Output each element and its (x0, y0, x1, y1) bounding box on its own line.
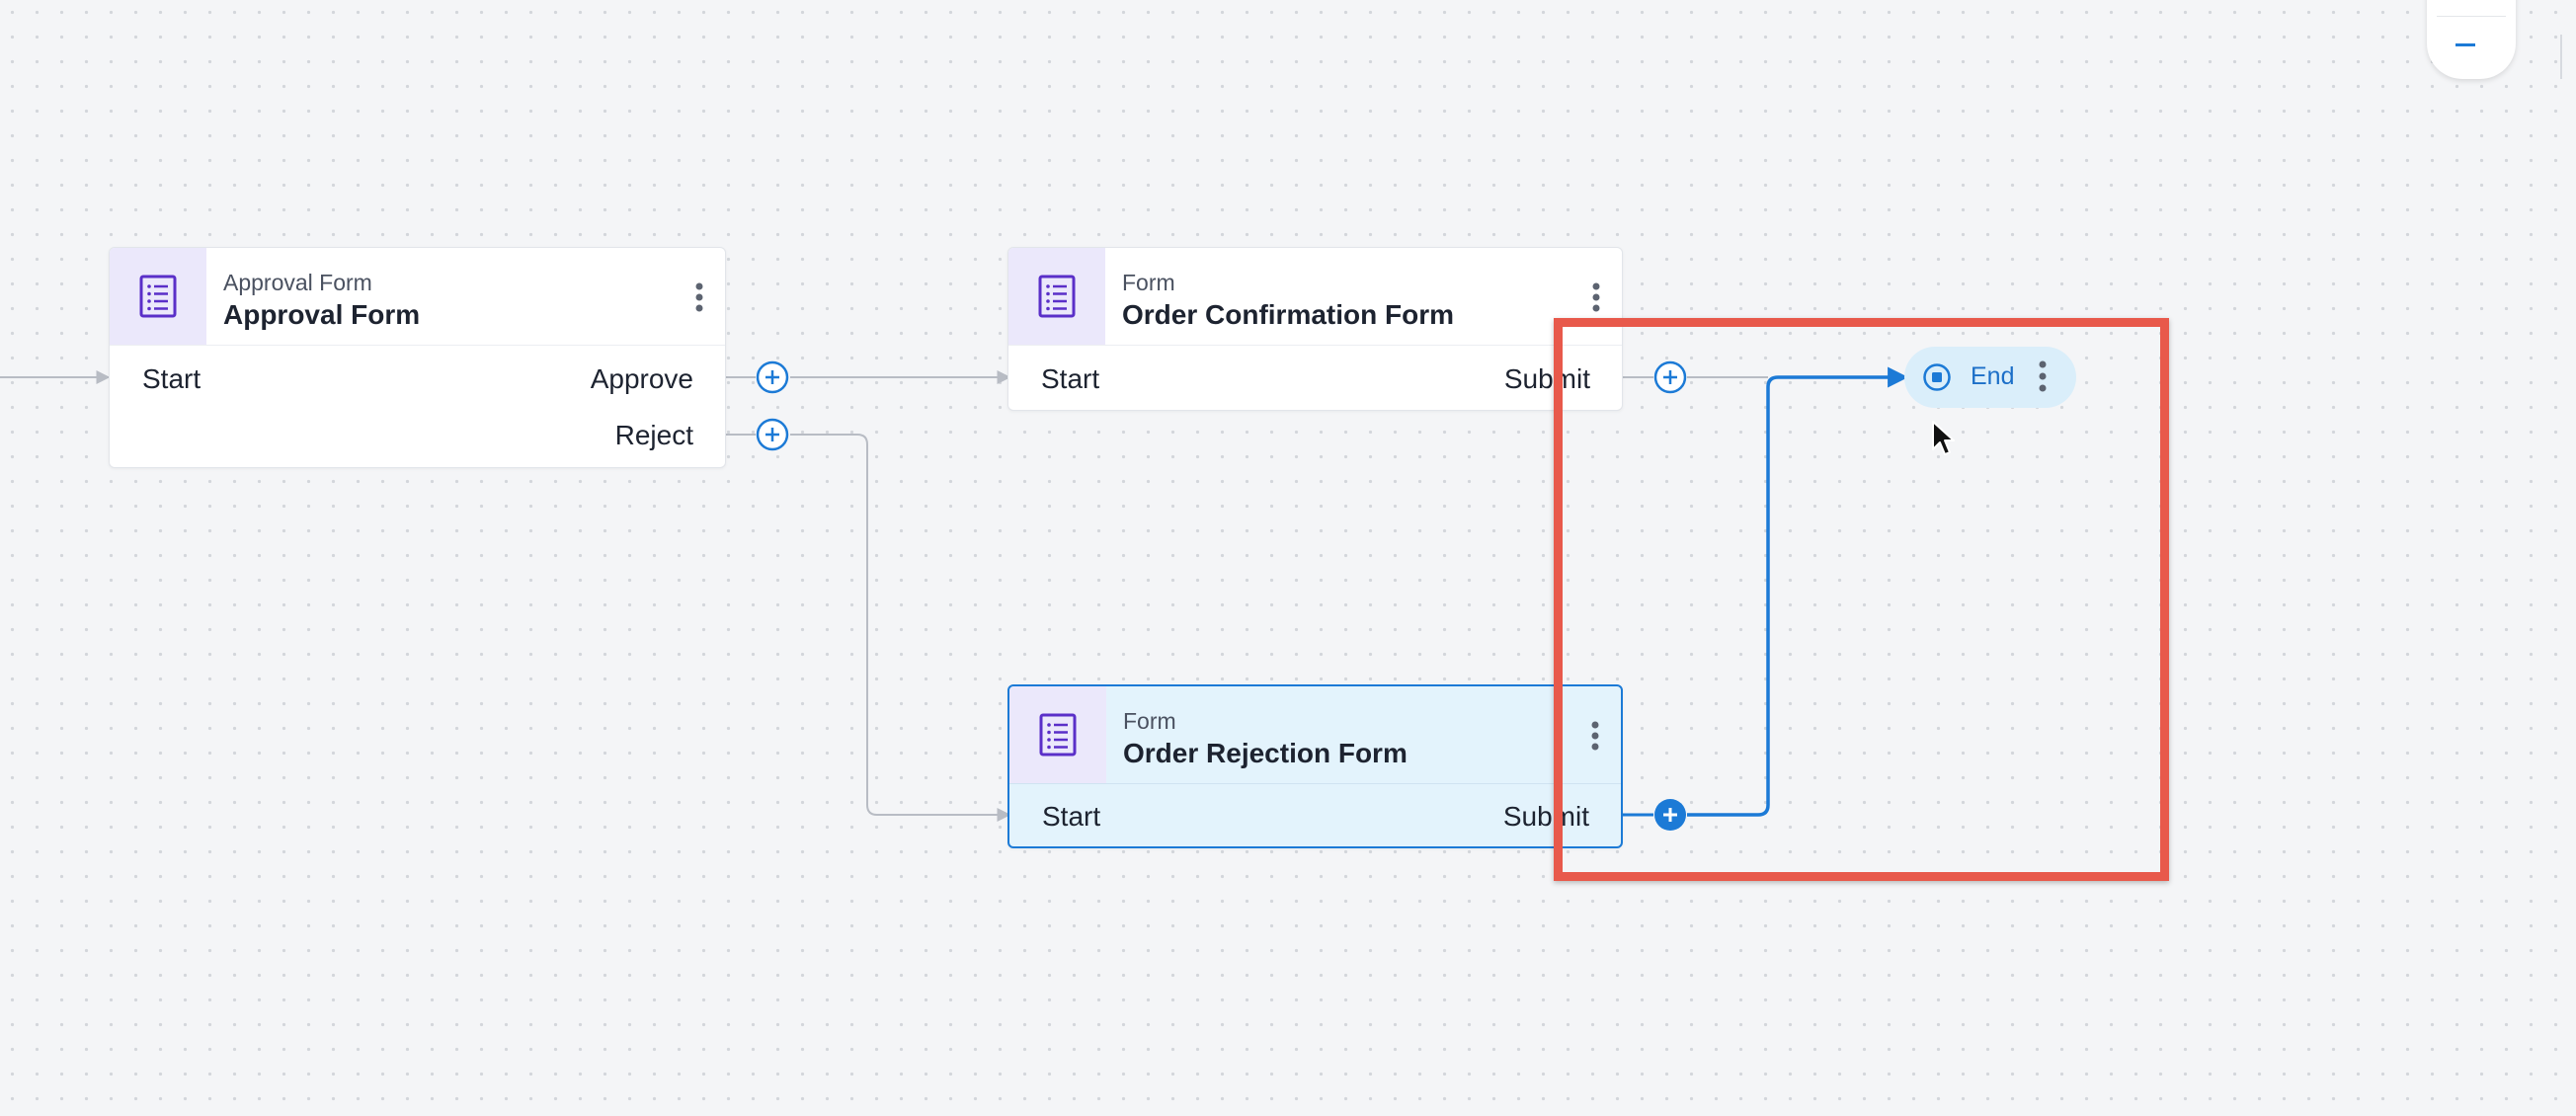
end-node-label: End (1971, 362, 2015, 390)
output-port-approve: Approve (590, 363, 693, 394)
output-port-submit: Submit (1503, 363, 1590, 394)
kebab-menu-icon[interactable] (687, 278, 711, 317)
node-title: Order Rejection Form (1123, 738, 1408, 768)
zoom-divider (2437, 16, 2506, 17)
kebab-menu-icon[interactable] (1583, 716, 1607, 756)
add-step-rejection-submit-button[interactable] (1653, 798, 1687, 832)
edge-rejection-to-end[interactable] (1687, 366, 1909, 817)
node-header: Form Order Rejection Form (1009, 686, 1621, 784)
add-step-reject-button[interactable] (756, 418, 789, 451)
add-step-approve-button[interactable] (756, 360, 789, 394)
node-type-label: Form (1123, 708, 1176, 734)
edge-reject-to-order-rejection[interactable] (790, 434, 1011, 822)
scrollbar-edge[interactable] (2560, 35, 2576, 79)
mouse-cursor-icon (1931, 420, 1957, 464)
node-header: Form Order Confirmation Form (1008, 248, 1622, 346)
stop-circle-icon (1922, 362, 1952, 397)
node-type-label: Approval Form (223, 270, 372, 295)
node-header: Approval Form Approval Form (110, 248, 725, 346)
node-type-label: Form (1122, 270, 1175, 295)
input-port-start: Start (142, 363, 201, 394)
approval-form-node[interactable]: Approval Form Approval Form Start Approv… (109, 247, 726, 468)
end-node[interactable]: End (1904, 347, 2076, 408)
add-step-confirmation-submit-button[interactable] (1653, 360, 1687, 394)
kebab-menu-icon[interactable] (1584, 278, 1608, 317)
node-title: Approval Form (223, 299, 421, 330)
order-rejection-form-node[interactable]: Form Order Rejection Form Start Submit (1007, 684, 1623, 848)
form-document-icon (110, 248, 206, 345)
zoom-controls (2427, 0, 2516, 79)
order-confirmation-form-node[interactable]: Form Order Confirmation Form Start Submi… (1007, 247, 1623, 411)
output-port-reject: Reject (614, 420, 693, 450)
kebab-menu-icon[interactable] (2039, 359, 2047, 398)
output-port-submit: Submit (1502, 801, 1589, 832)
input-port-start: Start (1042, 801, 1101, 832)
input-port-start: Start (1041, 363, 1100, 394)
minus-icon[interactable] (2455, 43, 2475, 46)
node-title: Order Confirmation Form (1122, 299, 1455, 330)
form-document-icon (1008, 248, 1105, 345)
form-document-icon (1009, 686, 1106, 783)
